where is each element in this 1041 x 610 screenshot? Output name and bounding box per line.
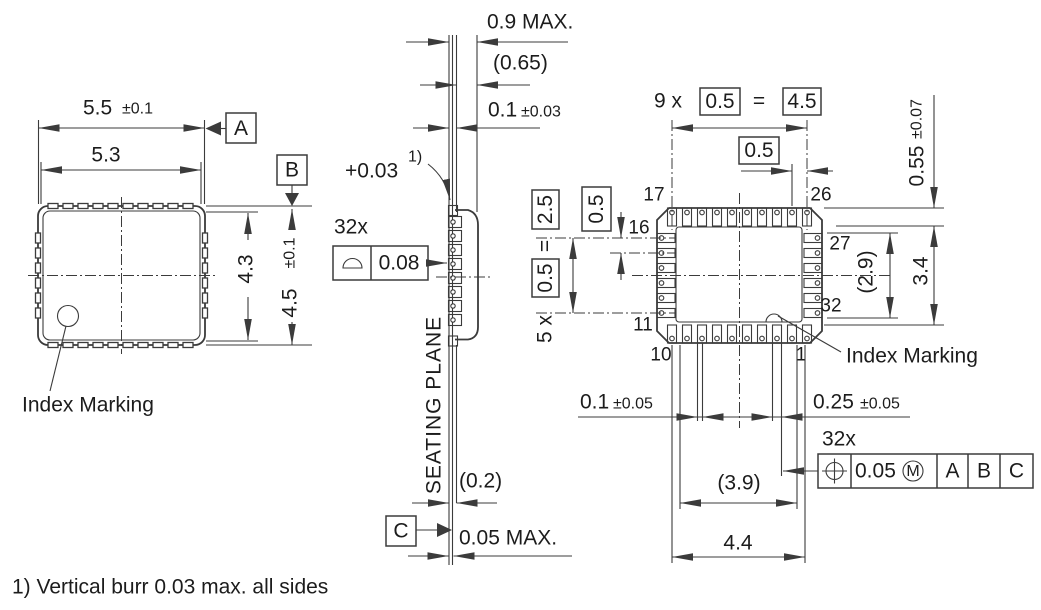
pitch-row-equals: = — [753, 90, 765, 113]
pitch-row-value: 0.5 — [705, 90, 734, 113]
dim-standoff-value: 0.1 — [488, 99, 517, 122]
span-inner-value: (3.9) — [717, 472, 760, 495]
pitch-col-total: 2.5 — [534, 195, 557, 224]
dim-width-inner: 5.3 — [40, 144, 202, 204]
pitch-col-prefix: 5 x — [534, 314, 557, 343]
mmc-modifier-letter: M — [906, 463, 919, 480]
dim-pitch-col: 5 x 0.5 = 2.5 — [531, 189, 676, 343]
pad-width-tol: ±0.05 — [860, 396, 900, 413]
bottom-view: 9 x 0.5 = 4.5 0.5 ±0.07 0.55 3.4 — [531, 87, 1034, 563]
mmc-modifier-icon: M — [902, 460, 924, 482]
pad-span-outer-value: 3.4 — [910, 256, 933, 286]
datum-b: B — [206, 154, 312, 207]
dim-height-outer-tol: ±0.1 — [282, 237, 299, 268]
pin-17-label: 17 — [643, 185, 664, 206]
burr-callout: +0.03 1) — [345, 149, 451, 201]
position-icon — [822, 458, 847, 484]
coplanarity-frame: 32x 0.08 — [332, 216, 447, 281]
datum-c-label: C — [393, 520, 408, 543]
span-outer-value: 4.4 — [723, 532, 753, 555]
bottom-view-center-lines — [632, 193, 893, 428]
gap-tol: ±0.05 — [613, 396, 653, 413]
dim-gap-and-pad-width: 0.1 ±0.05 0.25 ±0.05 — [578, 391, 910, 421]
dim-body-height: (0.65) — [420, 52, 548, 89]
pitch-col-equals: = — [534, 240, 557, 252]
dim-width-outer-tol: ±0.1 — [122, 101, 153, 118]
top-view: Index Marking 5.5 ±0.1 A 5.3 B — [22, 97, 312, 417]
dim-seating-max: 0.05 MAX. — [408, 527, 572, 560]
side-view-body — [447, 204, 479, 347]
datum-a: A — [205, 112, 257, 144]
pitch-col-value: 0.5 — [534, 263, 557, 292]
footnote: 1) Vertical burr 0.03 max. all sides — [12, 576, 328, 599]
index-marking-label: Index Marking — [22, 394, 154, 417]
burr-value: +0.03 — [345, 160, 398, 183]
pin-11-label: 11 — [633, 315, 653, 336]
pad-length-tol: ±0.07 — [909, 99, 926, 139]
seating-plane-label: SEATING PLANE — [423, 316, 446, 494]
pin-numbers: 17 26 16 27 11 32 10 1 — [628, 185, 850, 366]
dim-width-outer: 5.5 ±0.1 — [37, 97, 206, 204]
side-view: 0.9 MAX. (0.65) 0.1 ±0.03 +0.03 1) 32x 0… — [332, 11, 573, 565]
position-datum-c: C — [1009, 460, 1024, 483]
dim-pitch-top-single: 0.5 — [738, 136, 833, 206]
dim-pitch-left-single: 0.5 — [581, 186, 676, 280]
index-marking-label-bottom: Index Marking — [846, 345, 978, 368]
dim-body-height-value: (0.65) — [493, 52, 548, 75]
pitch-row-total: 4.5 — [787, 90, 816, 113]
dim-height-inner: 4.3 — [206, 211, 258, 342]
index-marking-notch — [765, 313, 783, 323]
gap-value: 0.1 — [580, 391, 609, 414]
profile-of-surface-icon — [342, 257, 363, 269]
dim-pitch-row: 9 x 0.5 = 4.5 — [654, 87, 822, 230]
pin-27-label: 27 — [829, 234, 850, 255]
position-count: 32x — [822, 428, 856, 451]
pad-width-value: 0.25 — [813, 391, 854, 414]
pin-32-label: 32 — [820, 296, 841, 317]
dim-total-height-value: 0.9 MAX. — [487, 11, 573, 34]
position-datum-a: A — [945, 460, 959, 483]
pin-26-label: 26 — [810, 185, 831, 206]
coplanarity-count: 32x — [334, 216, 368, 239]
pad-span-inner-value: (2.9) — [855, 250, 878, 293]
dim-foot-value: (0.2) — [459, 470, 502, 493]
pitch-row-prefix: 9 x — [654, 90, 683, 113]
dim-height-outer: ±0.1 4.5 — [206, 209, 312, 346]
pitch-top-value: 0.5 — [744, 139, 773, 162]
dim-total-height: 0.9 MAX. — [406, 11, 573, 46]
position-datum-b: B — [977, 460, 991, 483]
pad-length-value: 0.55 — [906, 146, 929, 187]
datum-c: C — [385, 515, 452, 547]
dim-pad-span-outer: 3.4 — [824, 226, 944, 326]
dim-foot: (0.2) — [412, 470, 502, 507]
index-marking-circle — [56, 304, 80, 328]
pin-16-label: 16 — [628, 218, 649, 239]
index-marking-leader — [49, 325, 67, 392]
top-view-center-lines — [28, 197, 215, 354]
dim-pad-length: ±0.07 0.55 — [824, 95, 944, 227]
pin-10-label: 10 — [650, 345, 671, 366]
dim-height-outer-value: 4.5 — [279, 288, 302, 317]
datum-b-label: B — [285, 159, 299, 182]
dim-pad-span-inner: (2.9) — [827, 232, 898, 319]
datum-a-label: A — [234, 117, 248, 140]
dim-height-inner-value: 4.3 — [235, 254, 258, 283]
dim-width-inner-value: 5.3 — [91, 144, 120, 167]
position-tolerance-frame: 32x 0.05 M A B C — [783, 428, 1034, 489]
burr-footnote-ref: 1) — [408, 149, 422, 166]
pin-1-label: 1 — [796, 345, 807, 366]
dim-standoff-tol: ±0.03 — [521, 104, 561, 121]
dim-standoff: 0.1 ±0.03 — [413, 99, 561, 132]
index-marking-leader-bottom — [777, 315, 842, 353]
dim-lead-lines — [671, 343, 806, 563]
pitch-left-value: 0.5 — [585, 194, 608, 223]
coplanarity-value: 0.08 — [379, 252, 420, 275]
position-value: 0.05 — [855, 460, 896, 483]
dim-seating-max-value: 0.05 MAX. — [459, 527, 557, 550]
side-view-pads — [447, 215, 463, 327]
dim-span-inner: (3.9) — [680, 472, 797, 507]
dim-width-outer-value: 5.5 — [83, 97, 112, 120]
dim-span-outer: 4.4 — [672, 532, 805, 561]
